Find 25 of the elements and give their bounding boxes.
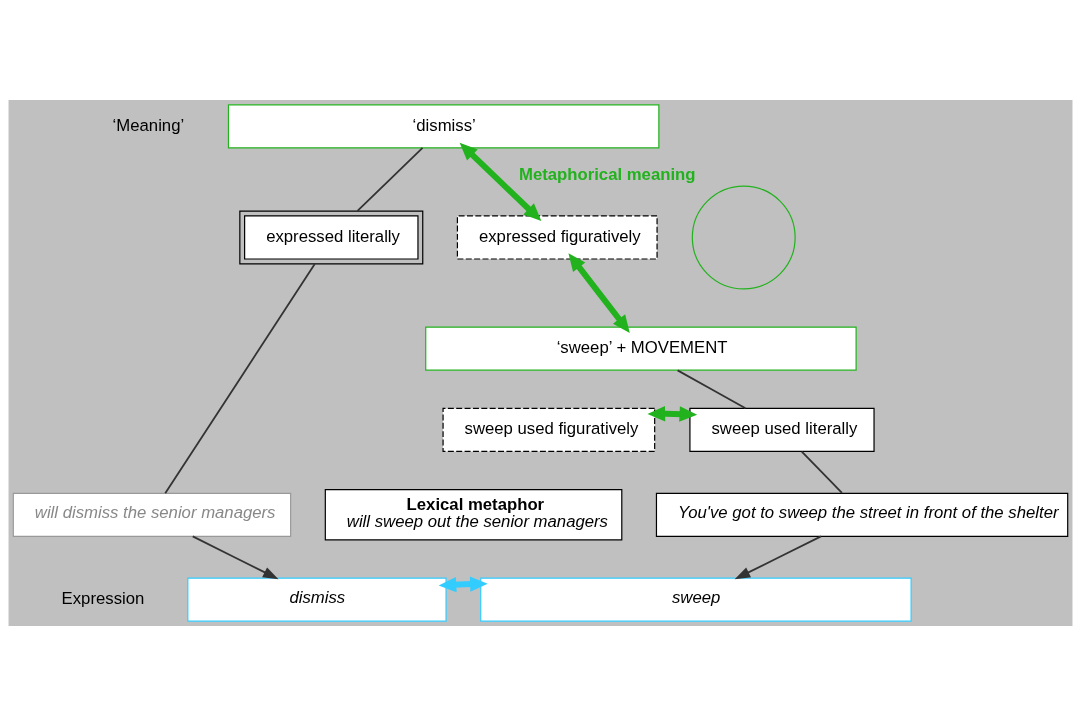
connector	[164, 263, 316, 495]
connector	[676, 369, 747, 410]
node-circle	[691, 185, 796, 290]
arrow	[568, 253, 630, 333]
arrow	[734, 535, 822, 580]
connector	[800, 450, 843, 494]
arrow	[438, 576, 488, 593]
node-box: You've got to sweep the street in front of the shelter	[655, 492, 1069, 537]
arrow	[459, 142, 542, 222]
node-label: Metaphorical meaning	[518, 165, 696, 185]
node-box: expressed figuratively	[456, 215, 658, 260]
node-box: sweep	[480, 577, 912, 622]
node-box: dismiss	[187, 577, 447, 622]
node-box: sweep used literally	[689, 407, 875, 453]
node-box: will dismiss the senior managers	[12, 492, 292, 537]
arrow	[647, 406, 698, 422]
node-box: sweep used figuratively	[442, 407, 656, 453]
arrow	[191, 535, 279, 580]
node-box: ‘dismiss’	[227, 104, 660, 149]
node-box: Lexical metaphor will sweep out the senior managers	[324, 489, 623, 541]
connector	[356, 147, 424, 212]
label: ‘Meaning’	[112, 115, 185, 135]
node-box: ‘sweep’ + MOVEMENT	[425, 326, 857, 371]
label: Expression	[61, 589, 145, 609]
node-box: expressed literally	[239, 210, 424, 265]
